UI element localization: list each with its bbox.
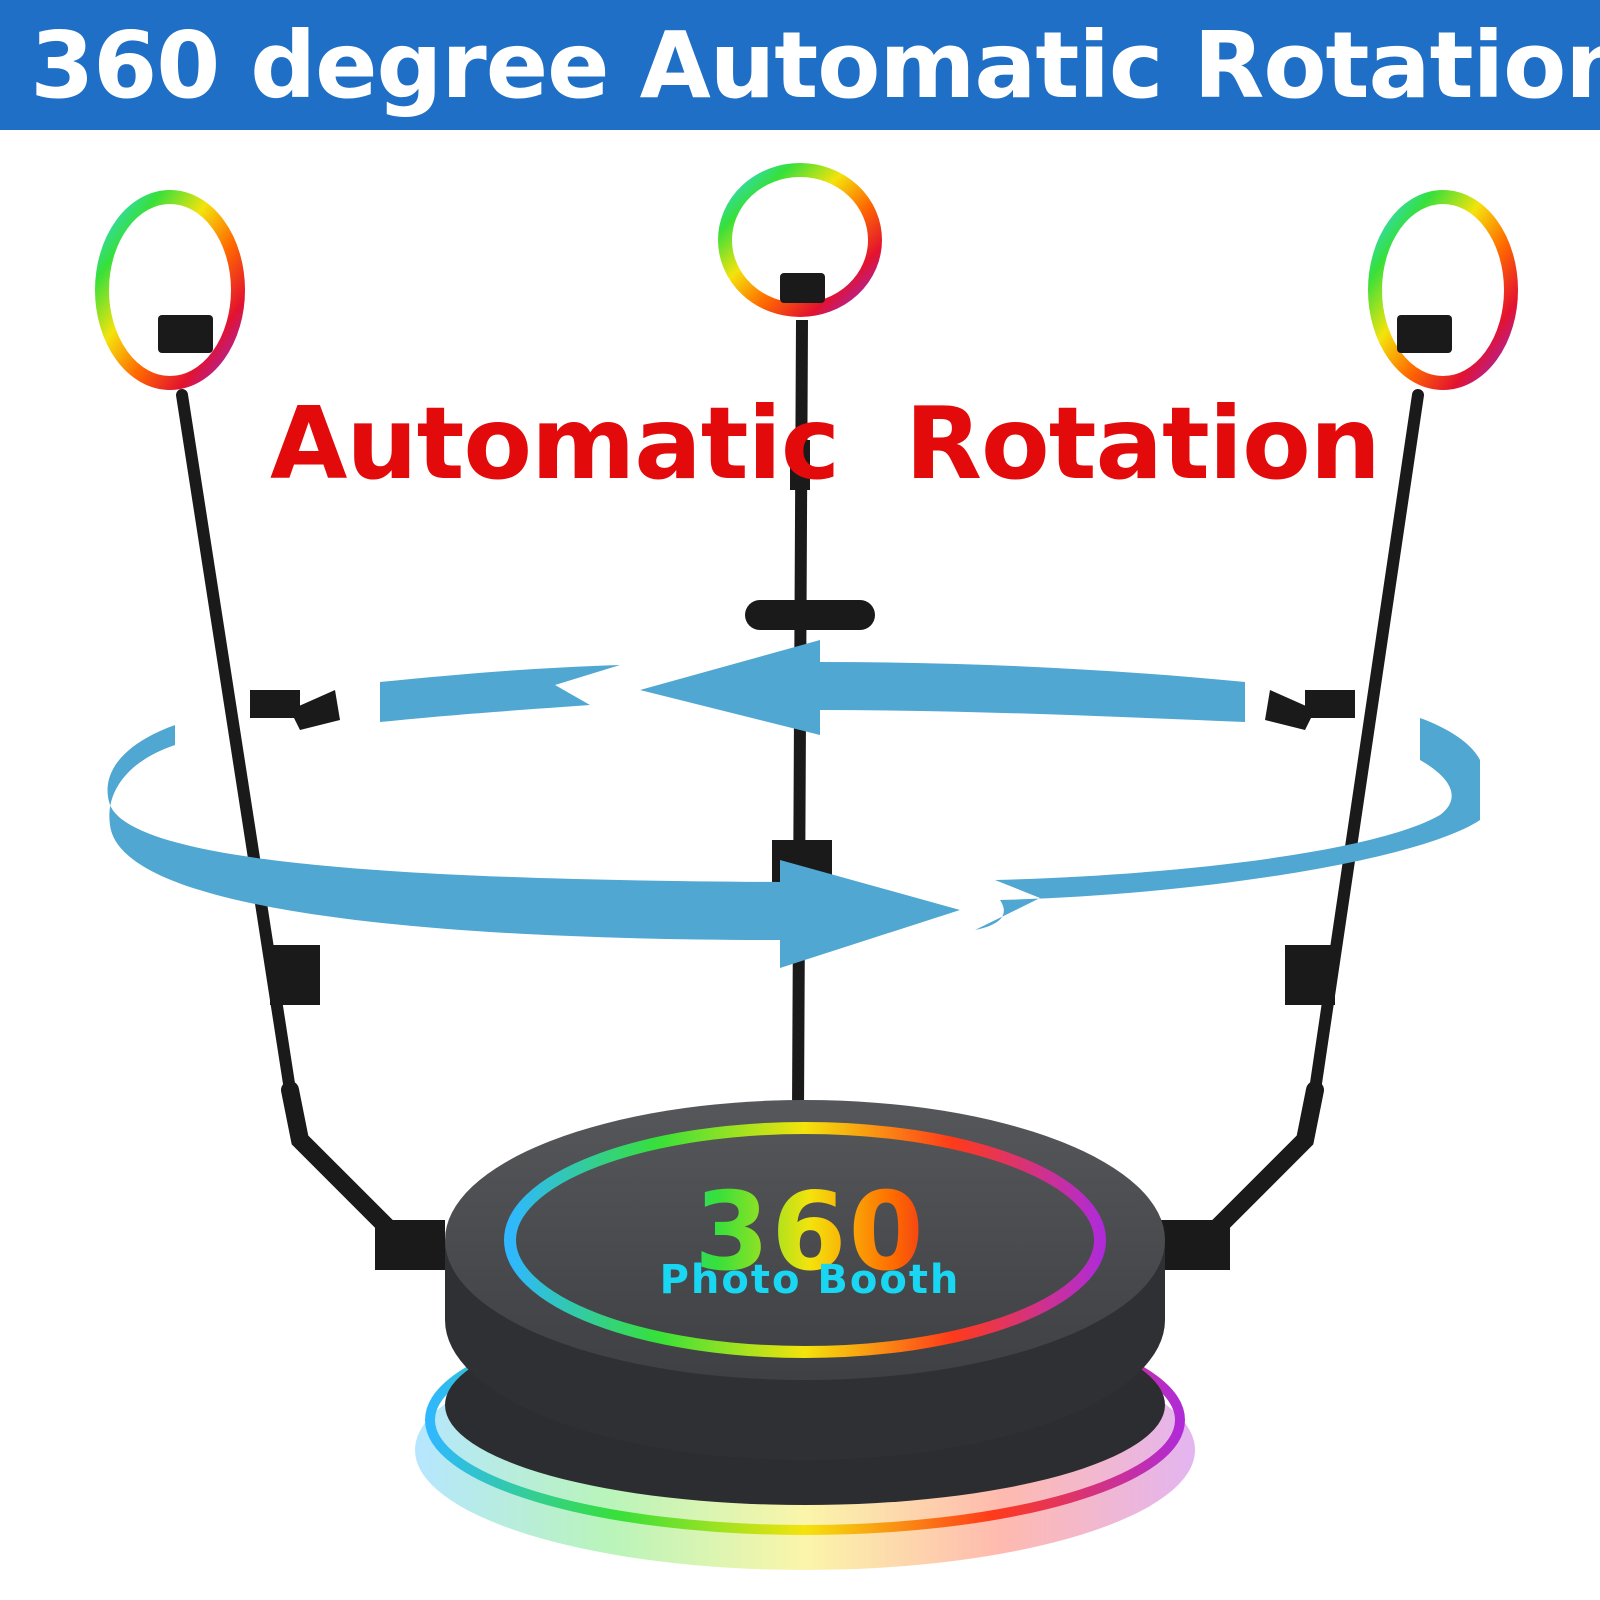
right-stand (1160, 389, 1424, 1270)
ring-light-icon (718, 163, 882, 317)
turntable (425, 1100, 1185, 1535)
automatic-label: Automatic (270, 385, 840, 502)
product-illustration (95, 163, 1518, 1570)
top-banner: 360 degree Automatic Rotation (0, 0, 1600, 130)
rotation-arrow-icon (107, 640, 1480, 968)
ring-light-icon (1368, 190, 1518, 390)
disc-logo-subtitle: Photo Booth (659, 1257, 961, 1303)
left-stand (176, 389, 445, 1270)
rotation-label: Rotation (905, 385, 1381, 502)
ring-light-icon (95, 190, 245, 390)
banner-title: 360 degree Automatic Rotation (30, 11, 1600, 119)
product-scene: Automatic Rotation 360 Photo Booth (0, 130, 1600, 1600)
disc-logo-title: 360 (600, 1170, 1020, 1295)
